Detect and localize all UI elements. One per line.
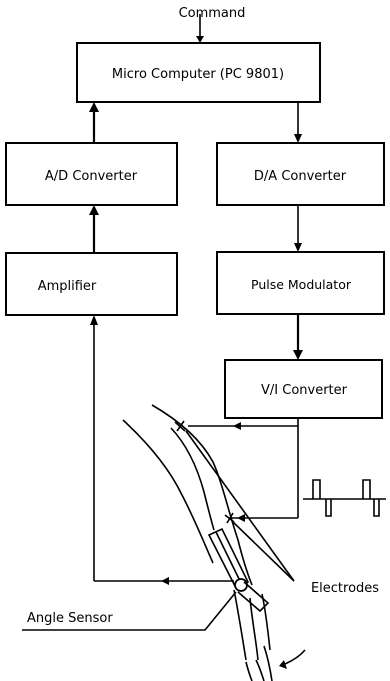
amp-to-ad-arrowhead — [89, 205, 99, 215]
ad-to-mc-arrowhead — [89, 102, 99, 112]
angle-sensor-leader — [22, 591, 237, 631]
pulse-waveform-icon — [303, 479, 386, 517]
command-label: Command — [179, 6, 246, 21]
vi-converter-block — [224, 359, 383, 419]
pulse-modulator-label: Pulse Modulator — [251, 277, 352, 292]
electrode-leader-lower — [232, 521, 295, 582]
micro-computer-label: Micro Computer (PC 9801) — [112, 67, 284, 82]
electrode-lower-icon — [224, 512, 235, 524]
electrode-wire-upper-arrowhead — [233, 422, 241, 430]
vi-converter-label: V/I Converter — [261, 383, 348, 398]
sensor-feedback-arrowhead — [161, 577, 169, 585]
electrode-leader-upper — [185, 430, 295, 582]
da-to-pm-arrowhead — [294, 243, 302, 252]
angle-sensor-icon — [207, 527, 270, 613]
electrodes-label: Electrodes — [311, 581, 379, 596]
angle-sensor-label: Angle Sensor — [27, 611, 113, 626]
limb-illustration — [122, 404, 306, 681]
amplifier-label: Amplifier — [38, 279, 97, 294]
ad-converter-block — [5, 142, 178, 206]
ad-converter-label: A/D Converter — [45, 169, 138, 184]
command-arrowhead — [196, 36, 204, 43]
pm-to-vi-arrowhead — [293, 350, 303, 360]
amplifier-block — [5, 252, 178, 316]
da-converter-label: D/A Converter — [254, 169, 347, 184]
pulse-modulator-block — [216, 251, 385, 315]
micro-computer-block — [76, 42, 321, 103]
mc-to-da-arrowhead — [294, 134, 302, 143]
rotation-arrowhead — [279, 660, 287, 669]
electrode-upper-icon — [174, 420, 186, 432]
electrode-wire-lower-arrowhead — [237, 514, 245, 522]
da-converter-block — [216, 142, 385, 206]
sensor-to-amp-arrowhead — [90, 315, 98, 325]
